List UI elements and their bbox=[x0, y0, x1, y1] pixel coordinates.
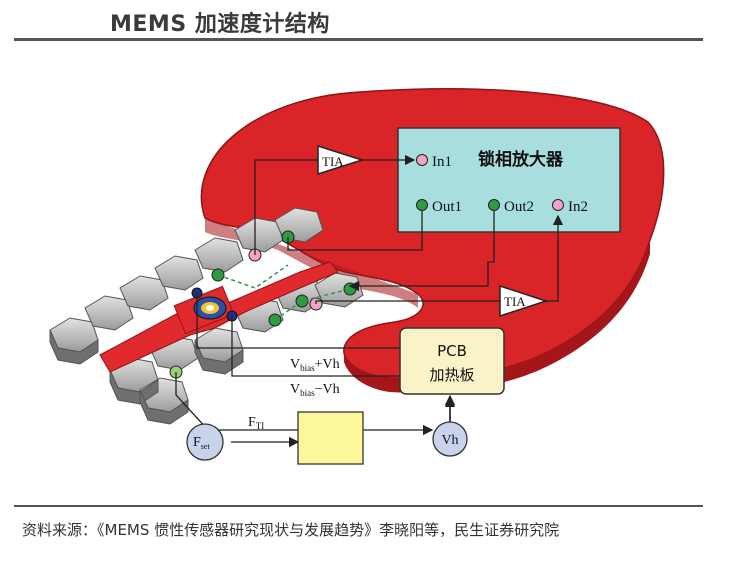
pcb-label: PCB bbox=[437, 342, 467, 360]
svg-text:Fset: Fset bbox=[193, 435, 210, 451]
svg-text:Vbias−Vh: Vbias−Vh bbox=[290, 382, 340, 398]
controller-block bbox=[297, 411, 364, 465]
tia-top-label: TIA bbox=[322, 154, 344, 169]
in1-label: In1 bbox=[432, 154, 452, 170]
amplifier-label: 锁相放大器 bbox=[478, 149, 564, 170]
vbias-plus-label: Vbias+Vh bbox=[290, 357, 340, 373]
out1-label: Out1 bbox=[432, 199, 462, 215]
in2-label: In2 bbox=[568, 199, 588, 215]
tia-right-label: TIA bbox=[504, 294, 526, 309]
svg-text:FTI: FTI bbox=[248, 415, 264, 431]
tia-right: TIA bbox=[499, 284, 549, 318]
fset-source: Fset bbox=[186, 423, 224, 461]
sense-traces bbox=[217, 264, 351, 321]
tia-top: TIA bbox=[317, 144, 365, 176]
lock-in-amplifier: 锁相放大器 In1 Out1 Out2 In2 bbox=[397, 127, 621, 233]
out2-label: Out2 bbox=[504, 199, 534, 215]
mems-accelerometer-diagram: 锁相放大器 In1 Out1 Out2 In2 TIA TIA bbox=[49, 88, 665, 465]
footer-divider bbox=[14, 505, 703, 507]
vh-source: Vh bbox=[432, 421, 468, 457]
svg-text:Vbias+Vh: Vbias+Vh bbox=[290, 357, 340, 373]
fti-label: FTI bbox=[248, 415, 264, 431]
pcb-heater: PCB 加热板 bbox=[399, 327, 505, 395]
page-title: MEMS 加速度计结构 bbox=[110, 12, 330, 37]
vbias-minus-label: Vbias−Vh bbox=[290, 382, 340, 398]
pcb-heater-label: 加热板 bbox=[429, 366, 474, 384]
title-divider bbox=[14, 38, 703, 41]
signal-wires bbox=[175, 154, 564, 448]
vh-label: Vh bbox=[441, 433, 458, 448]
source-note: 资料来源：《MEMS 惯性传感器研究现状与发展趋势》李晓阳等，民生证券研究院 bbox=[22, 521, 560, 539]
heater-ring-icon bbox=[191, 287, 238, 322]
